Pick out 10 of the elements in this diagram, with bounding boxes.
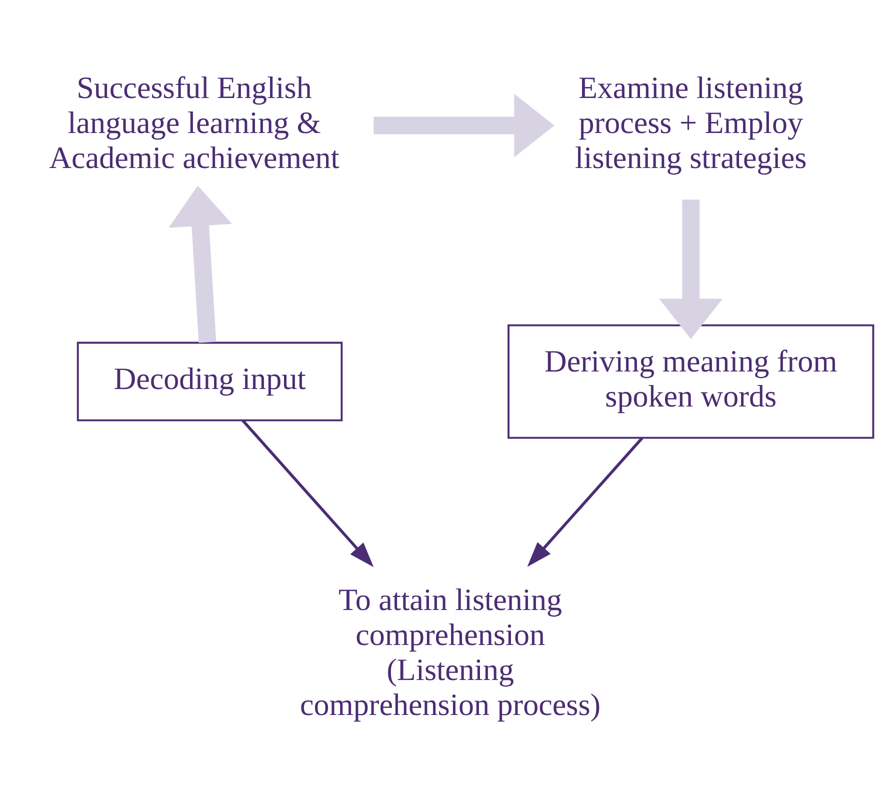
arrow: [374, 94, 554, 158]
arrow: [168, 186, 232, 343]
arrow: [242, 419, 374, 568]
node-box: Deriving meaning from spoken words: [508, 324, 874, 439]
node-text: Examine listening process + Employ listening strategies: [575, 70, 807, 175]
arrow: [659, 200, 723, 340]
node-box: Decoding input: [76, 342, 343, 422]
node-text: Successful English language learning & Academic achievement: [49, 70, 340, 175]
node-text: To attain listening comprehension (Listening comprehension process): [300, 582, 601, 722]
arrow: [527, 437, 644, 567]
